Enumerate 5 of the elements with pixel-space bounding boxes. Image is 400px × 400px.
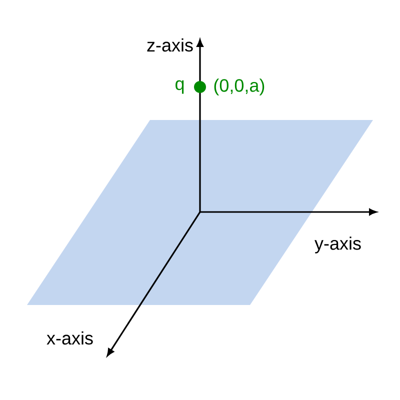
point-label: q: [176, 80, 184, 94]
axis-label: x-axis: [46, 331, 93, 345]
coordinate-label: (0,0,a): [214, 78, 264, 96]
axis-label: z-axis: [147, 38, 193, 52]
axis-label: y-axis: [314, 236, 361, 254]
